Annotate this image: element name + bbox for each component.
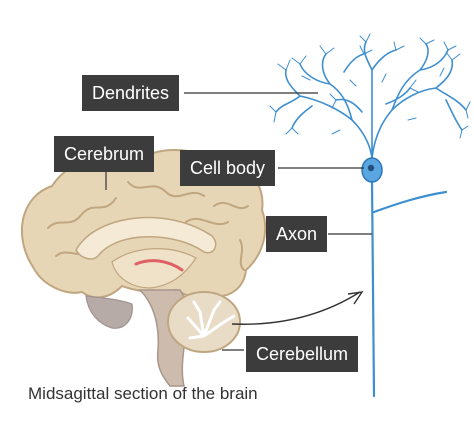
cerebellum-shape (167, 291, 241, 353)
axon-shape (370, 178, 448, 398)
arbor-vitae (186, 300, 236, 340)
cell-body-label: Cell body (180, 150, 276, 186)
corpus-callosum (75, 216, 217, 260)
inner-structure (111, 248, 197, 289)
dendritic-tree (275, 41, 467, 159)
connection-arrowhead (347, 291, 364, 305)
diagram-caption: Midsagittal section of the brain (28, 384, 258, 403)
neuron-illustration (269, 33, 471, 398)
red-band (134, 259, 184, 272)
brain-illustration (20, 149, 267, 387)
temporal-region (85, 295, 133, 329)
cell-body-shape (361, 157, 383, 183)
dendrites-label: Dendrites (82, 75, 180, 111)
axon-label: Axon (266, 216, 328, 252)
fine-branches (269, 33, 471, 139)
cerebellum-label: Cerebellum (246, 336, 359, 372)
cerebrum-gyri (47, 181, 249, 271)
cerebrum-label: Cerebrum (54, 136, 155, 172)
leader-lines (105, 92, 372, 351)
connection-arrow (231, 291, 361, 325)
